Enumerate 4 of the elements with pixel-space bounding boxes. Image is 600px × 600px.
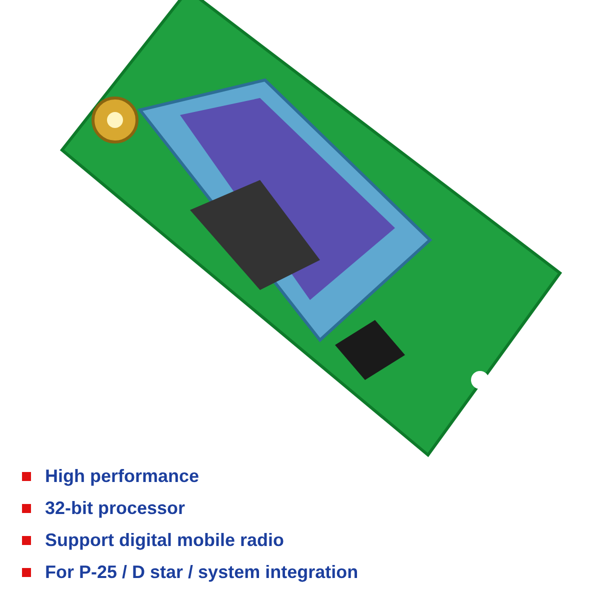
feature-text: High performance [45, 466, 200, 487]
feature-text: For P-25 / D star / system integration [45, 562, 358, 583]
feature-text: Support digital mobile radio [45, 530, 284, 551]
feature-text: 32-bit processor [45, 498, 186, 519]
